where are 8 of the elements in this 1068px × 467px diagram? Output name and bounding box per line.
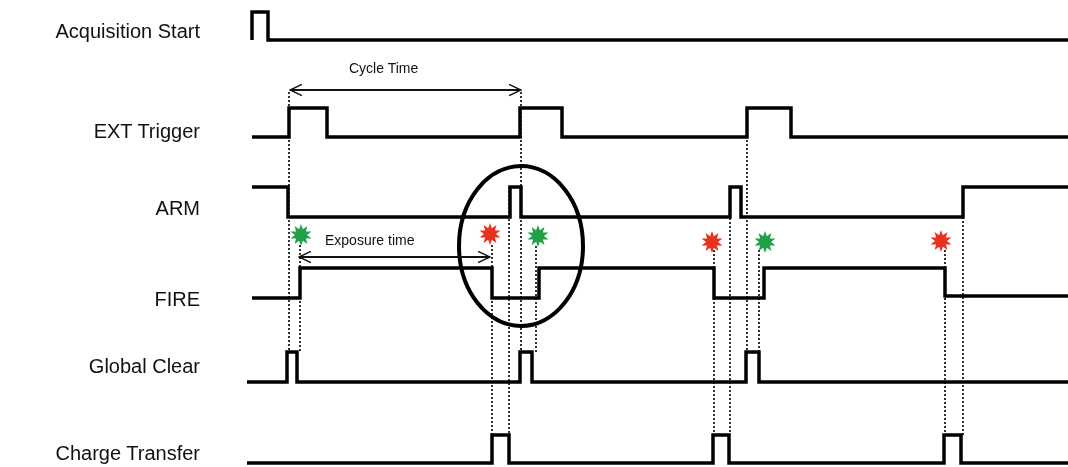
- signal-label: ARM: [155, 198, 200, 218]
- signal-label: Acquisition Start: [55, 21, 200, 41]
- signal-label: EXT Trigger: [93, 121, 200, 141]
- dimension-label: Cycle Time: [349, 61, 419, 75]
- signal-label: FIRE: [154, 289, 200, 309]
- dimension-label: Exposure time: [325, 233, 415, 247]
- signal-label: Charge Transfer: [55, 443, 200, 463]
- signal-label: Global Clear: [88, 356, 200, 376]
